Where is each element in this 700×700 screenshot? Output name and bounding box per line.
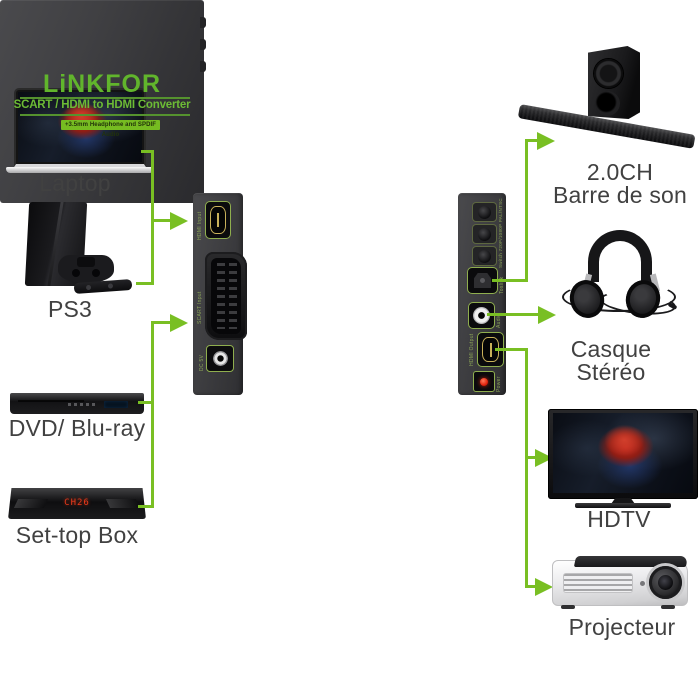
hdmi-input-port [205, 201, 231, 239]
hdtv-screen-image [553, 413, 693, 493]
dc-power-label: DC 5V [199, 354, 205, 371]
connector-hdmi-in-line [151, 219, 172, 222]
divider-line [20, 114, 190, 116]
dvd-display [104, 401, 128, 408]
gamepad-touchpad [77, 257, 95, 267]
arrow-into-hdmi-input [170, 211, 188, 230]
connector-audio-line [487, 313, 539, 316]
power-label: Power [496, 376, 502, 392]
side-button-nub [200, 39, 206, 50]
connector-toslink-riser [525, 139, 528, 282]
settop-box-image: CH26 [8, 488, 146, 519]
scart-pins-column [229, 263, 237, 329]
ps3-label: PS3 [47, 296, 93, 322]
laptop-base [6, 167, 154, 173]
projector-foot [561, 605, 575, 609]
camera-lens [107, 283, 114, 289]
hdtv-stand-neck [611, 498, 635, 504]
headphones-label-line2: Stéréo [576, 359, 646, 385]
dvd-tray-slot [18, 400, 84, 402]
connector-hdmi-out-drop [525, 348, 528, 588]
arrow-to-projector [535, 577, 553, 596]
resolution-button [472, 224, 497, 244]
dvd-buttons [68, 403, 98, 406]
connector-dvd-stub [138, 401, 154, 404]
connector-settop-stub [138, 505, 154, 508]
projector-label: Projecteur [568, 614, 676, 640]
camera-lens [85, 284, 92, 291]
connector-toslink-line [492, 279, 528, 282]
connector-hdmi-sources-bracket [151, 150, 154, 285]
scart-face [211, 258, 241, 334]
switch-button [472, 202, 497, 222]
dvd-player-image [10, 393, 144, 414]
arrow-to-soundbar [537, 131, 555, 150]
laptop-label: Laptop [39, 170, 111, 196]
subwoofer-speaker [594, 59, 623, 88]
connector-soundbar-line [525, 139, 539, 142]
settop-label: Set-top Box [15, 522, 139, 548]
scart-input-label: SCART Input [197, 291, 203, 324]
headphone-band [588, 230, 652, 282]
projector-image [552, 556, 689, 609]
projector-lens [649, 566, 682, 599]
hdmi-output-label: HDMI Output [469, 333, 475, 366]
connector-ps3-stub [136, 282, 154, 285]
headphone-cable [562, 282, 676, 312]
feature-badge: +3.5mm Headphone and SPDIF Audio [61, 120, 160, 138]
connector-laptop-stub [141, 150, 154, 153]
switch-buttons-label: Switch 720P/1080P PAL/NTSC [498, 198, 503, 268]
hdtv-image [548, 409, 698, 499]
dc-power-jack [206, 345, 234, 372]
hdmi-connector [210, 206, 226, 234]
projector-button [640, 581, 645, 586]
audio-label: Audio [496, 313, 502, 328]
projector-top-strip [573, 556, 689, 567]
converter-title: SCART / HDMI to HDMI Converter [13, 99, 191, 111]
arrow-into-scart-input [170, 313, 188, 332]
scart-pins-column [217, 263, 225, 329]
brand-logo: LiNKFOR [42, 70, 162, 98]
connector-scart-in-line [151, 321, 172, 324]
gamepad-image [58, 255, 114, 283]
connector-hdmi-out-line [495, 348, 528, 351]
scart-input-port [205, 252, 247, 340]
connector-hdtv-line [525, 456, 537, 459]
connector-projector-line [525, 585, 537, 588]
arrow-to-headphones [538, 305, 556, 324]
pal-ntsc-button [472, 246, 497, 266]
hdmi-input-label: HDMI Input [197, 211, 203, 240]
side-button-nub [200, 17, 206, 28]
soundbar-label-line1: 2.0CH [586, 159, 654, 185]
subwoofer-image [588, 46, 640, 119]
hdtv-label: HDTV [587, 506, 651, 532]
connector-scart-sources-bracket [151, 321, 154, 508]
headphones-label-line1: Casque [570, 336, 652, 362]
projector-vents [563, 573, 633, 593]
gamepad-stick-right [92, 269, 100, 277]
settop-led-display: CH26 [64, 498, 90, 508]
side-button-nub [200, 61, 206, 72]
headphones-image [562, 230, 678, 330]
projector-foot [661, 605, 675, 609]
subwoofer-port [595, 91, 620, 116]
soundbar-label-line2: Barre de son [552, 182, 688, 208]
gamepad-stick-left [72, 269, 80, 277]
divider-line [20, 97, 190, 99]
dvd-label: DVD/ Blu-ray [8, 415, 146, 441]
hdtv-stand-base [575, 503, 671, 508]
power-led [473, 371, 495, 392]
